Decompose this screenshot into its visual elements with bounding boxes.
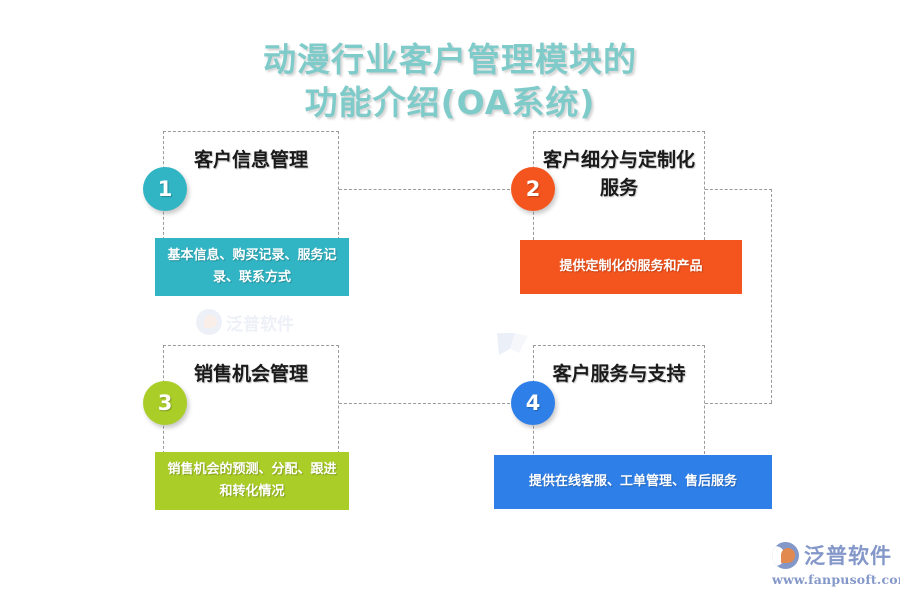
quadrant-1-number-badge[interactable]: 1: [143, 167, 187, 211]
quadrant-4-heading: 客户服务与支持: [552, 363, 686, 385]
quadrant-2-caption: 提供定制化的服务和产品: [559, 259, 703, 274]
decorative-shard-icon: [497, 333, 529, 359]
quadrant-2-frame: 客户细分与定制化 服务: [533, 131, 705, 245]
quadrant-3-number: 3: [157, 391, 173, 415]
quadrant-4-caption: 提供在线客服、工单管理、售后服务: [528, 474, 737, 489]
connector-line-4-right: [705, 403, 772, 404]
brand-url: www.fanpusoft.com: [772, 572, 900, 587]
quadrant-4-number: 4: [525, 391, 541, 415]
quadrant-2-number-badge[interactable]: 2: [511, 167, 555, 211]
quadrant-3-caption-bar[interactable]: 销售机会的预测、分配、跟进和转化情况: [155, 452, 349, 510]
watermark-text: 泛普软件: [226, 314, 294, 335]
brand-logo-row: 泛普软件: [772, 540, 892, 570]
quadrant-1-number: 1: [157, 177, 173, 201]
connector-line-right-vertical: [771, 189, 772, 403]
center-watermark: 泛普软件: [196, 300, 316, 344]
quadrant-4-frame: 客户服务与支持: [533, 345, 705, 459]
brand-name: 泛普软件: [804, 544, 892, 568]
quadrant-1-caption: 基本信息、购买记录、服务记录、联系方式: [167, 248, 337, 285]
connector-line-2-right: [705, 189, 772, 190]
quadrant-3-caption: 销售机会的预测、分配、跟进和转化情况: [167, 462, 337, 499]
quadrant-1-frame: 客户信息管理: [163, 131, 339, 245]
watermark-logo-icon: [196, 309, 222, 335]
fanpu-logo-icon: [772, 541, 799, 569]
connector-line-3-to-4: [339, 403, 510, 404]
quadrant-4-caption-bar[interactable]: 提供在线客服、工单管理、售后服务: [494, 455, 772, 509]
quadrant-3-frame: 销售机会管理: [163, 345, 339, 459]
quadrant-2-heading: 客户细分与定制化 服务: [542, 149, 695, 199]
quadrant-1-caption-bar[interactable]: 基本信息、购买记录、服务记录、联系方式: [155, 238, 349, 296]
quadrant-3-heading: 销售机会管理: [193, 363, 308, 385]
quadrant-4-number-badge[interactable]: 4: [511, 381, 555, 425]
connector-line-1-to-2: [339, 189, 510, 190]
page-title: 动漫行业客户管理模块的 功能介绍(OA系统): [263, 40, 637, 122]
brand-logo[interactable]: 泛普软件 www.fanpusoft.com: [772, 540, 900, 592]
quadrant-1-heading: 客户信息管理: [193, 149, 308, 171]
quadrant-3-number-badge[interactable]: 3: [143, 381, 187, 425]
quadrant-2-caption-bar[interactable]: 提供定制化的服务和产品: [520, 240, 742, 294]
quadrant-2-number: 2: [525, 177, 541, 201]
